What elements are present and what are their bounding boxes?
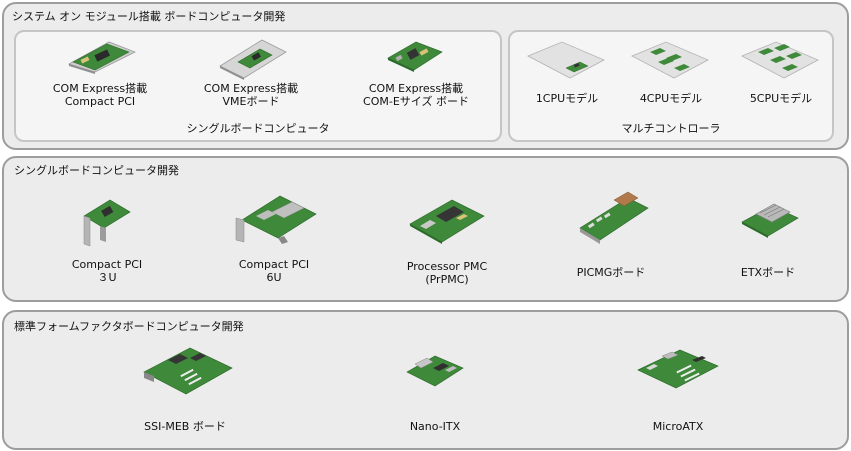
som-item-1cpu[interactable]: 1CPUモデル bbox=[522, 40, 612, 112]
compactpci-3u-board-image bbox=[80, 192, 134, 250]
sbc-section-title: シングルボードコンピュータ開発 bbox=[14, 164, 179, 177]
sbc-item-processor-pmc[interactable]: Processor PMC (PrPMC) bbox=[392, 192, 502, 288]
sbc-item-etx-label: ETXボード bbox=[718, 266, 818, 279]
item-line1: 1CPUモデル bbox=[535, 92, 599, 105]
sbc-item-compactpci-6u[interactable]: Compact PCI 6U bbox=[222, 190, 326, 288]
item-line2: 6U bbox=[266, 271, 282, 284]
som-multi-group-label: マルチコントローラ bbox=[621, 122, 721, 135]
std-item-nano-itx[interactable]: Nano-ITX bbox=[385, 348, 485, 436]
com-express-come-size-board-image bbox=[386, 38, 444, 74]
sbc-item-compactpci-3u-label: Compact PCI ３U bbox=[52, 258, 162, 284]
nano-itx-board-image bbox=[405, 348, 465, 392]
item-line2: (PrPMC) bbox=[425, 273, 469, 286]
item-line1: Compact PCI bbox=[238, 258, 310, 271]
item-line2: COM-Eサイズ ボード bbox=[363, 95, 469, 108]
std-item-ssi-meb-label: SSI-MEB ボード bbox=[130, 420, 240, 433]
sbc-item-picmg-label: PICMGボード bbox=[556, 266, 666, 279]
std-item-microatx-label: MicroATX bbox=[628, 420, 728, 433]
processor-pmc-board-image bbox=[406, 192, 486, 248]
ssi-meb-board-image bbox=[140, 344, 234, 396]
som-item-com-compactpci-label: COM Express搭載 Compact PCI bbox=[45, 82, 155, 108]
item-line2: Compact PCI bbox=[64, 95, 136, 108]
4cpu-model-image bbox=[630, 40, 710, 82]
item-line1: Processor PMC bbox=[406, 260, 488, 273]
5cpu-model-image bbox=[740, 40, 820, 82]
item-line1: 5CPUモデル bbox=[749, 92, 813, 105]
som-item-com-vme[interactable]: COM Express搭載 VMEボード bbox=[196, 36, 306, 118]
item-line1: Compact PCI bbox=[71, 258, 143, 271]
item-line2: VMEボード bbox=[222, 95, 280, 108]
item-line1: COM Express搭載 bbox=[52, 82, 148, 95]
item-line1: ETXボード bbox=[740, 266, 796, 279]
som-section-title: システム オン モジュール搭載 ボードコンピュータ開発 bbox=[12, 10, 286, 23]
som-item-5cpu-label: 5CPUモデル bbox=[736, 92, 826, 105]
microatx-board-image bbox=[636, 346, 720, 392]
std-item-ssi-meb[interactable]: SSI-MEB ボード bbox=[130, 344, 240, 436]
item-line1: MicroATX bbox=[652, 420, 704, 433]
std-item-microatx[interactable]: MicroATX bbox=[628, 346, 728, 436]
sbc-item-picmg[interactable]: PICMGボード bbox=[556, 188, 666, 288]
som-item-1cpu-label: 1CPUモデル bbox=[522, 92, 612, 105]
som-item-com-compactpci[interactable]: COM Express搭載 Compact PCI bbox=[45, 38, 155, 118]
picmg-board-image bbox=[576, 188, 650, 248]
som-sbc-group-label: シングルボードコンピュータ bbox=[186, 122, 330, 135]
item-line2: ３U bbox=[97, 271, 117, 284]
etx-board-image bbox=[740, 200, 800, 242]
sbc-item-compactpci-6u-label: Compact PCI 6U bbox=[222, 258, 326, 284]
som-item-com-vme-label: COM Express搭載 VMEボード bbox=[196, 82, 306, 108]
std-item-nano-itx-label: Nano-ITX bbox=[385, 420, 485, 433]
1cpu-model-image bbox=[526, 40, 606, 82]
som-item-com-come-label: COM Express搭載 COM-Eサイズ ボード bbox=[356, 82, 476, 108]
item-line1: PICMGボード bbox=[576, 266, 646, 279]
item-line1: COM Express搭載 bbox=[368, 82, 464, 95]
som-item-5cpu[interactable]: 5CPUモデル bbox=[736, 40, 826, 112]
som-item-4cpu[interactable]: 4CPUモデル bbox=[626, 40, 716, 112]
item-line1: SSI-MEB ボード bbox=[144, 420, 226, 433]
item-line1: Nano-ITX bbox=[409, 420, 461, 433]
com-express-vme-board-image bbox=[216, 36, 288, 80]
sbc-item-processor-pmc-label: Processor PMC (PrPMC) bbox=[392, 260, 502, 286]
item-line1: 4CPUモデル bbox=[639, 92, 703, 105]
compactpci-6u-board-image bbox=[232, 190, 318, 246]
som-item-4cpu-label: 4CPUモデル bbox=[626, 92, 716, 105]
sbc-item-etx[interactable]: ETXボード bbox=[718, 200, 818, 288]
item-line1: COM Express搭載 bbox=[203, 82, 299, 95]
sbc-item-compactpci-3u[interactable]: Compact PCI ３U bbox=[52, 192, 162, 288]
std-section-title: 標準フォームファクタボードコンピュータ開発 bbox=[14, 320, 244, 333]
com-express-compactpci-board-image bbox=[65, 38, 137, 74]
som-item-com-come[interactable]: COM Express搭載 COM-Eサイズ ボード bbox=[356, 38, 476, 118]
